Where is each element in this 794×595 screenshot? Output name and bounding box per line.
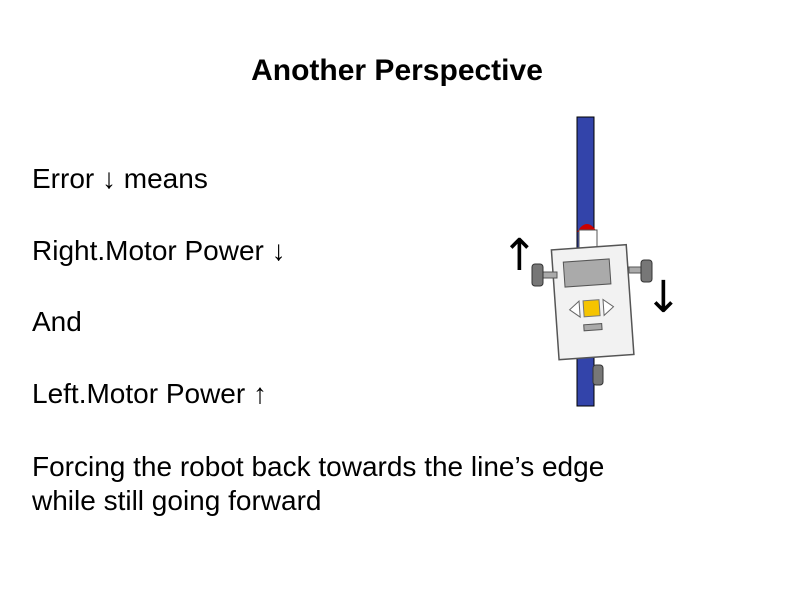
orange-button-icon [582,299,601,318]
text-and: And [32,306,82,337]
text-right-motor: Right.Motor Power ↓ [32,235,286,266]
text-left-motor: Left.Motor Power ↑ [32,378,267,409]
gray-button-icon [583,323,603,332]
robot-screen [562,258,612,288]
slide-title: Another Perspective [251,54,543,87]
closing-line-1: Forcing the robot back towards the line’… [32,451,605,482]
left-axle [542,271,558,279]
left-button-icon [568,300,581,319]
closing-line-2: while still going forward [32,485,322,516]
right-button-icon [602,298,615,317]
text-error-means: Error ↓ means [32,163,208,194]
caster-wheel-icon [592,364,604,386]
right-wheel-icon [640,259,653,283]
left-wheel-icon [531,263,544,287]
right-axle [628,266,642,274]
robot-line-diagram [531,116,653,407]
closing-text: Forcing the robot back towards the line’… [32,450,604,518]
